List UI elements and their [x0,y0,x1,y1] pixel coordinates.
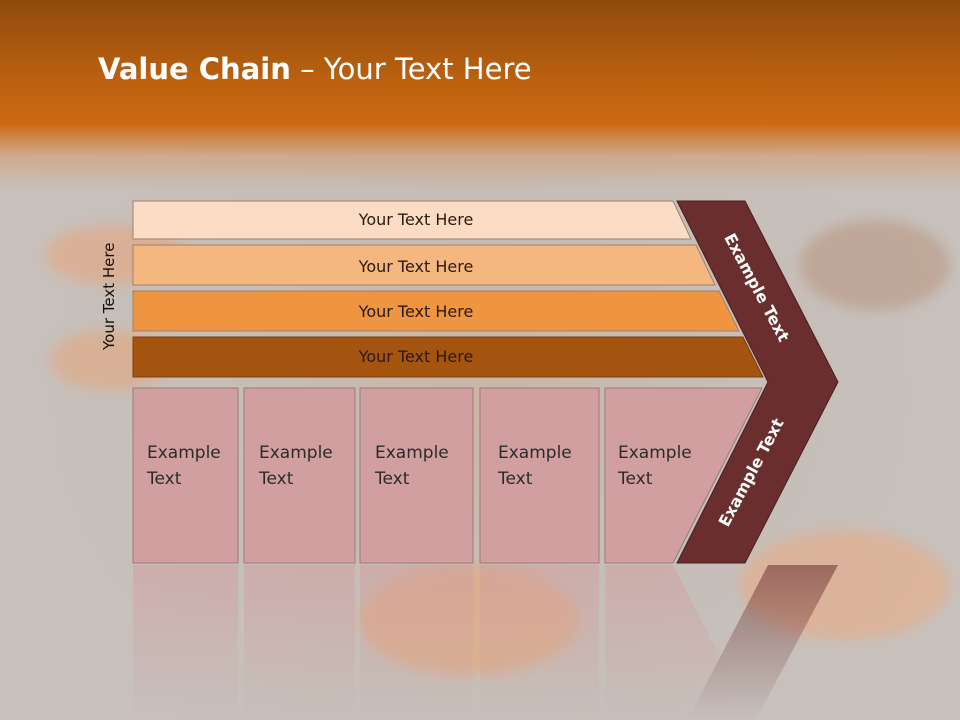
cell-3-line2: Text [374,469,410,489]
cell-5-line1: Example [618,443,692,463]
band-3 [132,290,740,332]
title-rest: – Your Text Here [290,52,532,86]
activity-cell-3 [359,387,474,564]
cell-5-line2: Text [617,469,653,489]
cell-2-line2: Text [258,469,294,489]
reflection-cell-2 [244,565,355,720]
cell-2-line1: Example [259,443,333,463]
reflection-cell-1 [133,565,238,720]
slide-title: Value Chain – Your Text Here [98,52,532,86]
reflection-chevron [677,565,838,720]
band-1 [132,200,692,240]
diagram-reflection [133,565,838,720]
activity-cell-4 [479,387,600,564]
background-decoration [800,220,950,310]
band-label-3: Your Text Here [358,302,474,321]
cell-4-line1: Example [498,443,572,463]
header-band [0,0,960,190]
title-bold: Value Chain [98,52,291,86]
activity-cell-5 [604,387,763,564]
band-4 [132,336,764,378]
activity-cell-1 [132,387,239,564]
cell-1-line2: Text [146,469,182,489]
band-2 [132,244,716,286]
cell-3-line1: Example [375,443,449,463]
band-label-1: Your Text Here [358,210,474,229]
cell-1-line1: Example [147,443,221,463]
chevron-arrow [676,200,839,564]
reflection-cell-3 [360,565,473,720]
activity-cell-2 [243,387,356,564]
band-label-4: Your Text Here [358,347,474,366]
band-label-2: Your Text Here [358,257,474,276]
cell-4-line2: Text [497,469,533,489]
reflection-cell-4 [480,565,599,720]
